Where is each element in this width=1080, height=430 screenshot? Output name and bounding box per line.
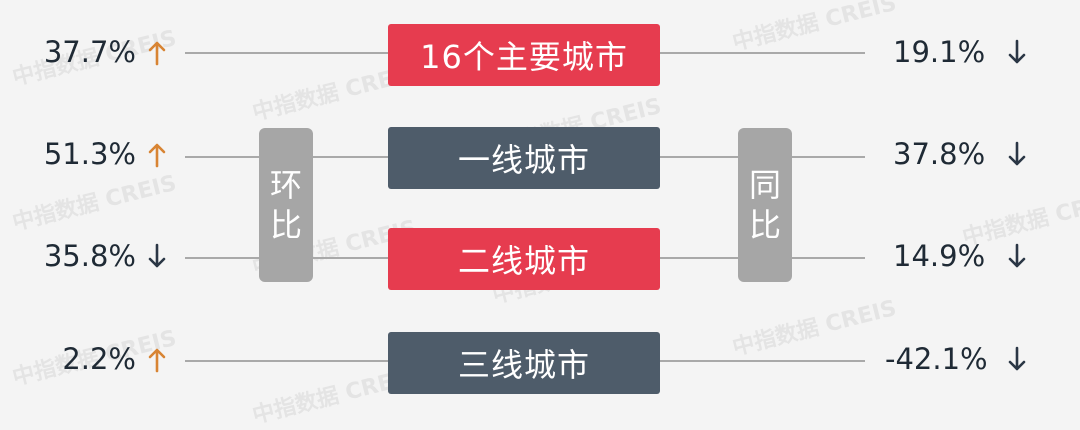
- watermark: 中指数据 CREIS: [10, 170, 179, 236]
- category-16-major-cities: 16个主要城市: [388, 24, 660, 86]
- mom-value: 51.3%: [43, 137, 136, 171]
- watermark: 中指数据 CREIS: [730, 0, 899, 56]
- comparison-diagram: 中指数据 CREIS 中指数据 CREIS 中指数据 CREIS 中指数据 CR…: [10, 0, 1080, 429]
- yoy-value: 19.1%: [893, 35, 986, 69]
- down-arrow-icon: [1008, 141, 1026, 167]
- down-arrow-icon: [1008, 346, 1026, 372]
- mom-value: 35.8%: [43, 239, 136, 273]
- up-arrow-icon: [148, 40, 166, 66]
- mom-tag: 环 比: [259, 128, 313, 282]
- mom-value: 2.2%: [62, 342, 136, 376]
- mom-tag-char: 环: [269, 166, 302, 204]
- down-arrow-icon: [148, 243, 166, 269]
- mom-value: 37.7%: [43, 35, 136, 69]
- category-tier2-cities: 二线城市: [388, 228, 660, 290]
- up-arrow-icon: [148, 347, 166, 373]
- down-arrow-icon: [1008, 243, 1026, 269]
- connector-line: [660, 360, 865, 362]
- connector-line: [660, 52, 865, 54]
- connector-line: [185, 360, 388, 362]
- mom-tag-char: 比: [269, 206, 302, 244]
- yoy-tag-char: 同: [748, 166, 781, 204]
- yoy-tag-char: 比: [748, 206, 781, 244]
- category-tier3-cities: 三线城市: [388, 332, 660, 394]
- yoy-value: -42.1%: [885, 342, 988, 376]
- yoy-tag: 同 比: [738, 128, 792, 282]
- yoy-value: 37.8%: [893, 137, 986, 171]
- watermark: 中指数据 CREIS: [730, 295, 899, 361]
- category-tier1-cities: 一线城市: [388, 127, 660, 189]
- yoy-value: 14.9%: [893, 239, 986, 273]
- down-arrow-icon: [1008, 39, 1026, 65]
- connector-line: [185, 52, 388, 54]
- up-arrow-icon: [148, 142, 166, 168]
